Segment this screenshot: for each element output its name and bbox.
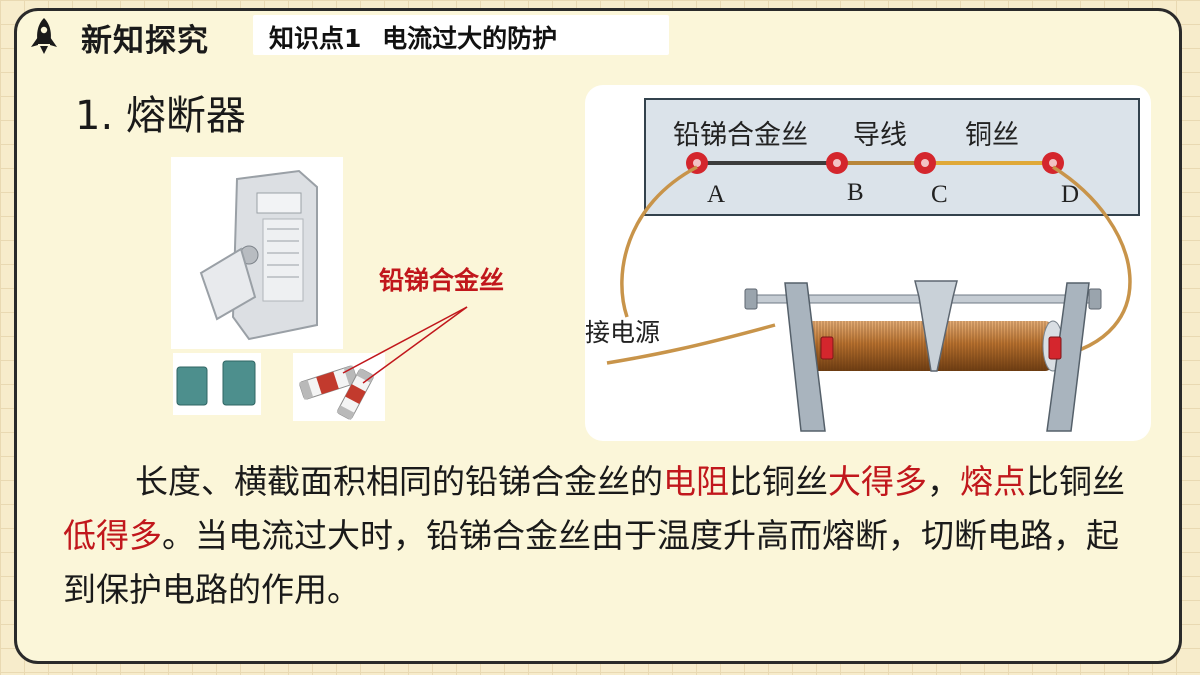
slide-panel: 新知探究 知识点1 电流过大的防护 1. 熔断器 [14, 8, 1182, 664]
terminal-label-d: D [1061, 181, 1080, 208]
highlight-text: 电阻 [663, 462, 729, 501]
terminal-label-c: C [931, 181, 948, 208]
paragraph-text: 。当电流过大时，铅锑合金丝由于温度升高而熔断，切断电路，起到保护电路的作用。 [63, 516, 1119, 609]
fuse-photo [171, 157, 468, 421]
terminal-b [826, 152, 848, 174]
subheading: 1. 熔断器 [75, 93, 246, 139]
fuse-wire-label: 铅锑合金丝 [379, 266, 505, 295]
section-title: 新知探究 [81, 23, 209, 59]
topic-title: 知识点1 电流过大的防护 [269, 24, 558, 53]
paragraph-text: 比铜丝 [1026, 462, 1125, 501]
label-copper-wire: 铜丝 [965, 120, 1019, 151]
paragraph-text: 长度、横截面积相同的铅锑合金丝的 [135, 462, 663, 501]
topic-box: 知识点1 电流过大的防护 [253, 15, 669, 55]
rocket-icon [31, 18, 57, 54]
paragraph-text: 比铜丝 [729, 462, 828, 501]
highlight-text: 大得多 [828, 462, 927, 501]
explanation-paragraph: 长度、横截面积相同的铅锑合金丝的电阻比铜丝大得多，熔点比铜丝低得多。当电流过大时… [63, 455, 1143, 617]
rheostat [744, 280, 1102, 432]
terminal-c [914, 152, 936, 174]
header-bar: 新知探究 知识点1 电流过大的防护 [17, 11, 687, 59]
power-source-label: 接电源 [585, 318, 661, 347]
terminal-label-a: A [707, 181, 726, 208]
highlight-text: 低得多 [63, 516, 162, 555]
rheostat-lead-wire [1052, 165, 1132, 359]
label-conducting-wire: 导线 [853, 120, 907, 151]
fuse-holder-illustration [199, 169, 318, 341]
paragraph-text: ， [927, 462, 960, 501]
paragraph-body: 长度、横截面积相同的铅锑合金丝的电阻比铜丝大得多，熔点比铜丝低得多。当电流过大时… [63, 462, 1125, 609]
power-lead-wire [606, 165, 776, 365]
label-alloy-wire: 铅锑合金丝 [673, 120, 808, 151]
circuit-diagram-drawing [606, 98, 1140, 432]
terminal-label-b: B [847, 179, 864, 206]
highlight-text: 熔点 [960, 462, 1026, 501]
circuit-diagram: 铅锑合金丝 导线 铜丝 A B C D 接电源 [585, 85, 1151, 441]
